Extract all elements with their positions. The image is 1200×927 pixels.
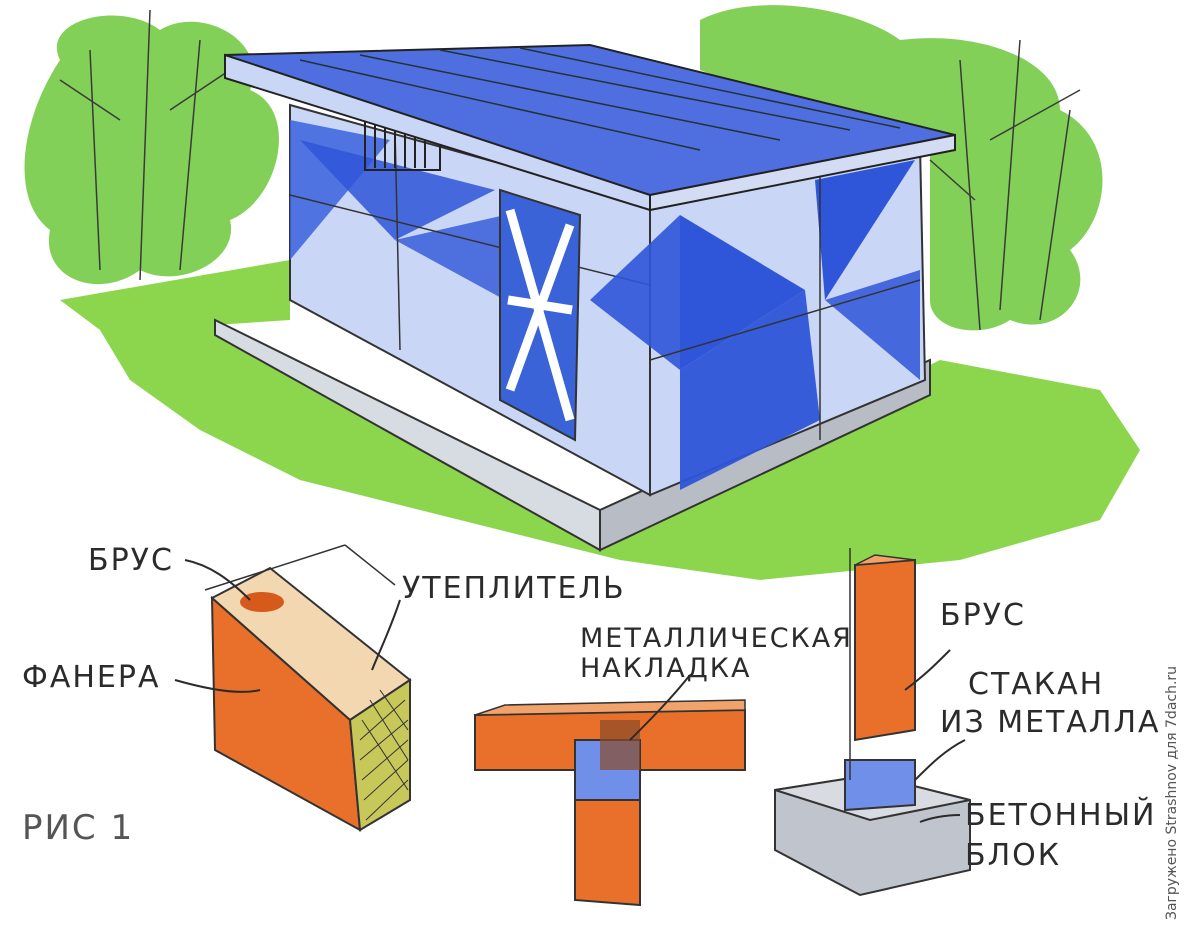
- grass-ground: [60, 260, 1140, 580]
- label-metal-plate-line1: МЕТАЛЛИЧЕСКАЯ: [580, 623, 853, 654]
- door: [499, 188, 582, 442]
- panel-section-drawing: [204, 544, 412, 832]
- watermark: Загружено Strashnov для 7dach.ru: [1164, 665, 1180, 920]
- label-cup-line2: ИЗ МЕТАЛЛА: [940, 705, 1161, 740]
- post-foundation-drawing: [774, 548, 971, 897]
- foliage-left: [24, 9, 279, 285]
- label-plywood: ФАНЕРА: [22, 660, 161, 695]
- label-concrete-line2: БЛОК: [965, 838, 1062, 873]
- t-joint-drawing: [474, 699, 746, 907]
- label-brus-panel: БРУС: [88, 543, 174, 578]
- figure-caption: РИС 1: [22, 808, 135, 848]
- foliage-right: [700, 5, 1103, 331]
- label-brus-post: БРУС: [940, 598, 1026, 633]
- label-cup-line1: СТАКАН: [968, 667, 1105, 702]
- roof: [224, 43, 956, 212]
- label-insulation: УТЕПЛИТЕЛЬ: [402, 571, 626, 606]
- label-metal-plate-line2: НАКЛАДКА: [580, 653, 752, 684]
- right-wall: [590, 143, 927, 497]
- leader-lines: [174, 559, 966, 823]
- label-concrete-line1: БЕТОННЫЙ: [965, 798, 1157, 833]
